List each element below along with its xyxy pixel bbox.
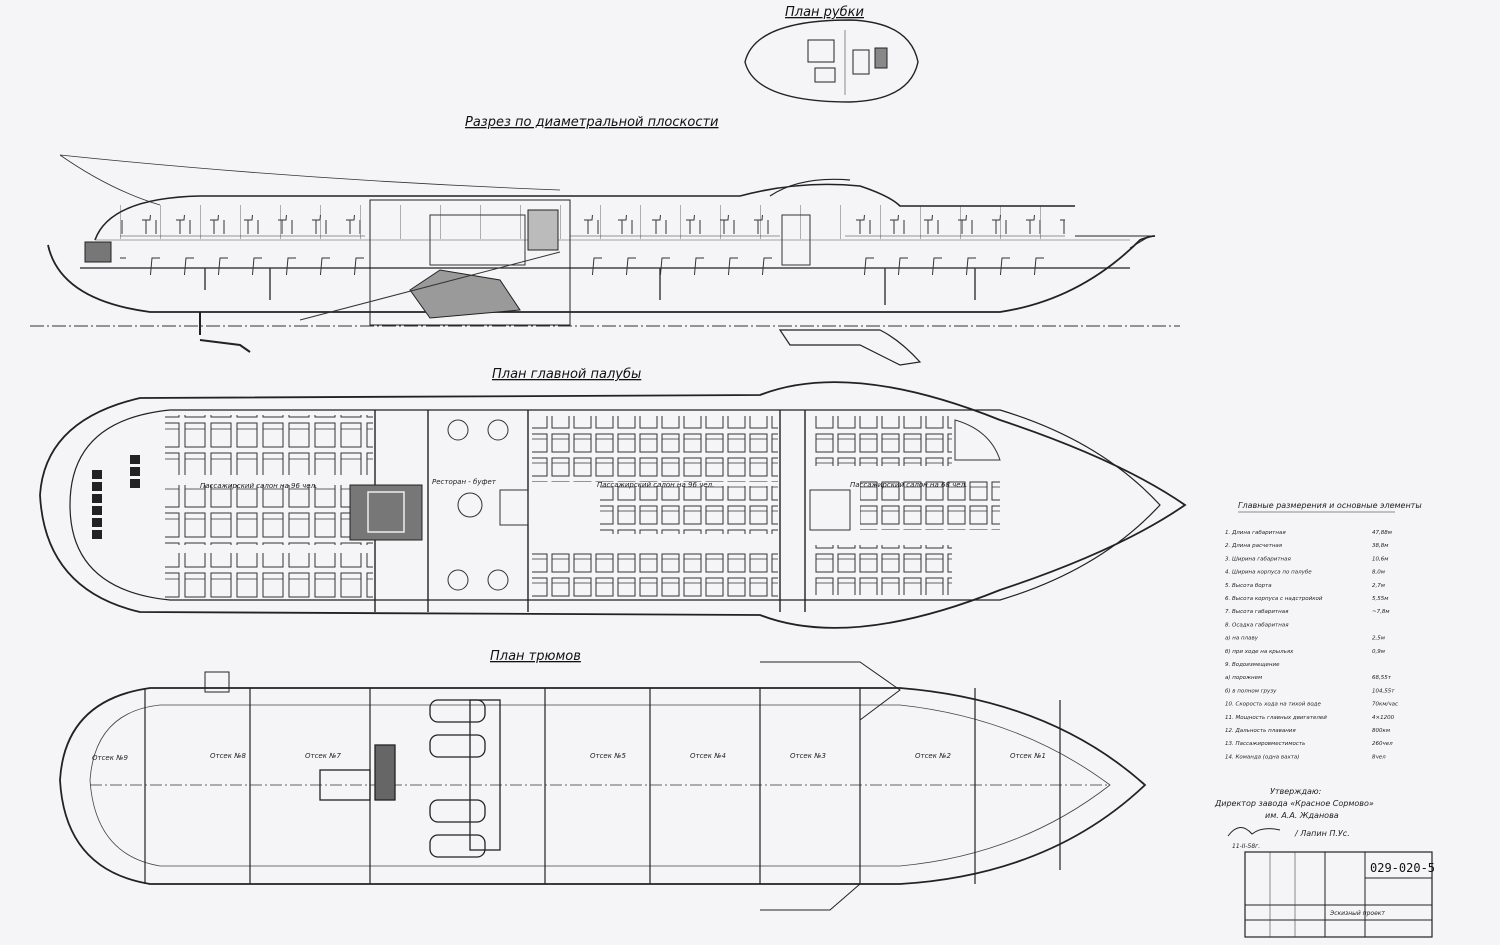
approval-line2: Директор завода «Красное Сормово» — [1214, 799, 1374, 808]
spec-rows: 1. Длина габаритная 47,88м 2. Длина расчет… — [1225, 530, 1398, 760]
spec-row-value: 10,6м — [1372, 556, 1388, 562]
spec-row-label: 8. Осадка габаритная — [1225, 622, 1289, 628]
spec-row-value: 70км/час — [1372, 702, 1398, 708]
compartment-9: Отсек №9 — [92, 754, 128, 762]
spec-row-value: 5,55м — [1372, 596, 1388, 602]
main-deck-plan: План главной палубы — [39, 367, 1187, 629]
spec-row-value: 4×1200 — [1372, 715, 1395, 721]
spec-row-label: 6. Высота корпуса с надстройкой — [1225, 596, 1323, 602]
spec-row-label: а) порожнем — [1225, 675, 1262, 681]
spec-row-label: 10. Скорость хода на тихой воде — [1225, 702, 1321, 708]
spec-title: Главные размерения и основные элементы — [1238, 501, 1422, 510]
label-restaurant: Ресторан - буфет — [432, 478, 497, 486]
spec-row-value: 47,88м — [1372, 530, 1392, 536]
compartment-5: Отсек №5 — [590, 752, 626, 760]
section-title: Разрез по диаметральной плоскости — [465, 115, 719, 130]
spec-row-value: 800км — [1372, 728, 1390, 734]
approval-block: Утверждаю: Директор завода «Красное Сорм… — [1214, 787, 1374, 850]
compartment-3: Отсек №3 — [790, 752, 826, 760]
spec-row-value: 8чел — [1372, 754, 1386, 760]
spec-row-value: 8,0м — [1372, 570, 1385, 576]
specifications: Главные размерения и основные элементы 1… — [1225, 501, 1422, 760]
spec-row-label: 1. Длина габаритная — [1225, 530, 1286, 536]
spec-row-value: 68,55т — [1372, 675, 1392, 681]
spec-row-label: б) при ходе на крыльях — [1225, 649, 1294, 655]
spec-row-label: 7. Высота габаритная — [1225, 609, 1289, 615]
spec-row-label: 11. Мощность главных двигателей — [1225, 715, 1327, 721]
compartment-1: Отсек №1 — [1010, 752, 1046, 760]
spec-row-value: 104,55т — [1372, 688, 1395, 694]
approval-line1: Утверждаю: — [1270, 787, 1322, 796]
label-salon-fwd: Пассажирский салон на 68 чел. — [850, 481, 967, 489]
spec-row-value: 2,5м — [1372, 636, 1385, 642]
hold-plan-title: План трюмов — [490, 649, 581, 664]
spec-row-value: 0,9м — [1372, 649, 1385, 655]
spec-row-label: 13. Пассажировместимость — [1225, 741, 1305, 747]
spec-row-value: ~7,8м — [1372, 609, 1390, 615]
spec-row-label: 12. Дальность плавания — [1225, 728, 1296, 734]
compartment-2: Отсек №2 — [915, 752, 951, 760]
project-name: Эскизный проект — [1329, 910, 1385, 917]
spec-row-label: 9. Водоизмещение — [1225, 662, 1280, 668]
compartment-4: Отсек №4 — [690, 752, 726, 760]
spec-row-value: 260чел — [1372, 741, 1393, 747]
drawing-number: 029-020-5 — [1370, 861, 1435, 875]
compartment-8: Отсек №8 — [210, 752, 246, 760]
wheelhouse-plan: План рубки — [744, 5, 919, 103]
approval-line3: им. А.А. Жданова — [1265, 811, 1339, 820]
title-stamp: 029-020-5 Эскизный проект — [1244, 851, 1435, 938]
hold-plan: План трюмов От — [59, 649, 1147, 911]
compartment-7: Отсек №7 — [305, 752, 341, 760]
approval-signature: / Лапин П.Ус. — [1294, 829, 1350, 838]
spec-row-label: 5. Высота борта — [1225, 583, 1272, 589]
spec-row-label: б) в полном грузу — [1225, 688, 1277, 694]
main-deck-title: План главной палубы — [492, 367, 641, 382]
director-signature — [1227, 827, 1281, 837]
spec-row-label: 2. Длина расчетная — [1225, 543, 1283, 549]
label-salon-aft: Пассажирский салон на 96 чел. — [200, 482, 317, 490]
wheelhouse-plan-title: План рубки — [785, 5, 864, 20]
approval-date: 11-II-58г. — [1232, 843, 1260, 850]
spec-row-label: а) на плаву — [1225, 636, 1259, 642]
label-salon-mid: Пассажирский салон на 96 чел. — [597, 481, 714, 489]
spec-row-label: 14. Команда (одна вахта) — [1225, 754, 1299, 760]
spec-row-value: 2,7м — [1372, 583, 1385, 589]
spec-row-value: 38,8м — [1372, 543, 1388, 549]
longitudinal-section: Разрез по диаметральной плоскости — [30, 115, 1180, 366]
spec-row-label: 3. Ширина габаритная — [1225, 556, 1291, 562]
spec-row-label: 4. Ширина корпуса по палубе — [1225, 570, 1312, 576]
